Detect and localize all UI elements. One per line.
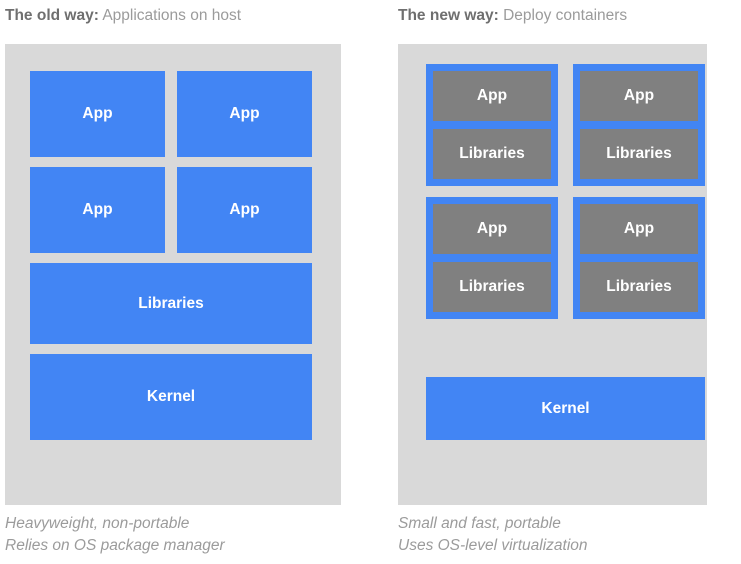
container-block-4: App Libraries: [573, 197, 705, 319]
container-libraries-box-2: Libraries: [580, 129, 698, 179]
container-app-box-4: App: [580, 204, 698, 254]
container-libraries-label-4: Libraries: [606, 278, 672, 295]
host-app-label-1: App: [82, 105, 113, 122]
new-way-column: The new way: Deploy containers App Libra…: [398, 0, 739, 564]
container-host-panel: App Libraries App Libraries App Librarie…: [398, 44, 707, 505]
container-app-label-4: App: [623, 220, 655, 237]
old-way-caption-line-2: Relies on OS package manager: [5, 537, 225, 554]
container-app-label-2: App: [623, 87, 655, 104]
old-way-heading-strong: The old way:: [5, 7, 99, 24]
new-way-heading-rest: Deploy containers: [503, 7, 628, 24]
host-app-label-2: App: [229, 105, 260, 122]
host-kernel-block: Kernel: [30, 354, 312, 440]
container-kernel-label: Kernel: [541, 399, 590, 417]
new-way-heading-strong: The new way:: [398, 7, 499, 24]
old-way-heading: The old way: Applications on host: [5, 6, 241, 26]
container-app-box-3: App: [433, 204, 551, 254]
old-way-column: The old way: Applications on host App Ap…: [5, 0, 346, 564]
new-way-heading: The new way: Deploy containers: [398, 6, 627, 26]
host-panel: App App App App Libraries Kernel: [5, 44, 341, 505]
container-libraries-label-2: Libraries: [606, 145, 672, 162]
container-app-box-2: App: [580, 71, 698, 121]
host-libraries-label: Libraries: [138, 294, 204, 312]
new-way-caption-line-2: Uses OS-level virtualization: [398, 537, 588, 554]
container-app-label-1: App: [476, 87, 508, 104]
host-kernel-label: Kernel: [146, 388, 196, 405]
host-app-label-3: App: [82, 201, 113, 218]
host-app-block-1: App: [30, 71, 165, 157]
container-libraries-box-4: Libraries: [580, 262, 698, 312]
container-libraries-box-1: Libraries: [433, 129, 551, 179]
new-way-caption: Small and fast, portable Uses OS-level v…: [398, 513, 588, 557]
old-way-heading-rest: Applications on host: [102, 7, 242, 24]
container-kernel-block: Kernel: [426, 377, 705, 440]
host-app-block-3: App: [30, 167, 165, 253]
container-block-3: App Libraries: [426, 197, 558, 319]
container-libraries-label-3: Libraries: [459, 278, 525, 295]
container-block-2: App Libraries: [573, 64, 705, 186]
container-libraries-label-1: Libraries: [459, 145, 525, 162]
host-libraries-block: Libraries: [30, 263, 312, 344]
host-app-block-2: App: [177, 71, 312, 157]
new-way-caption-line-1: Small and fast, portable: [398, 515, 561, 532]
container-app-label-3: App: [476, 220, 508, 237]
old-way-caption: Heavyweight, non-portable Relies on OS p…: [5, 513, 225, 557]
container-block-1: App Libraries: [426, 64, 558, 186]
container-libraries-box-3: Libraries: [433, 262, 551, 312]
old-way-caption-line-1: Heavyweight, non-portable: [5, 515, 190, 532]
host-app-block-4: App: [177, 167, 312, 253]
container-app-box-1: App: [433, 71, 551, 121]
host-app-label-4: App: [229, 201, 260, 218]
